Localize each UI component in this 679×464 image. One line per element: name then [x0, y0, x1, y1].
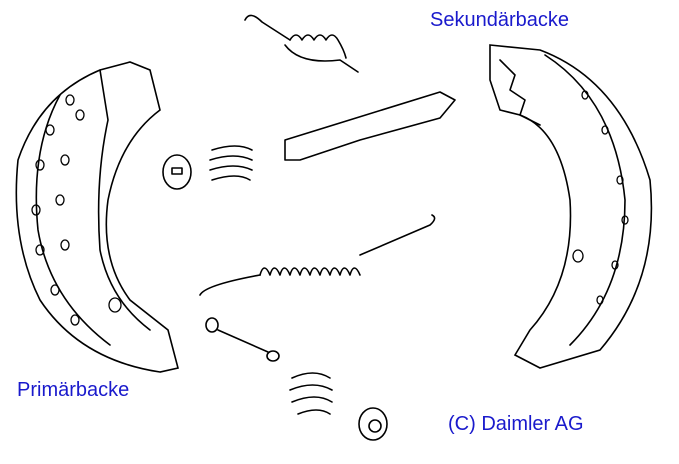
- label-primary-shoe: Primärbacke: [17, 379, 130, 401]
- spring-cup: [358, 407, 388, 441]
- adjuster-lever: [284, 91, 456, 161]
- label-secondary-shoe: Sekundärbacke: [430, 9, 569, 31]
- hold-down-pin: [205, 317, 280, 362]
- lower-return-spring: [199, 214, 436, 296]
- cup-spring: [289, 372, 333, 415]
- primary-brake-shoe: [15, 61, 179, 373]
- secondary-brake-shoe: [489, 44, 653, 369]
- hold-down-spring: [209, 145, 253, 181]
- copyright-notice: (C) Daimler AG: [448, 413, 584, 435]
- upper-spring: [244, 14, 359, 73]
- retainer-washer: [162, 154, 192, 190]
